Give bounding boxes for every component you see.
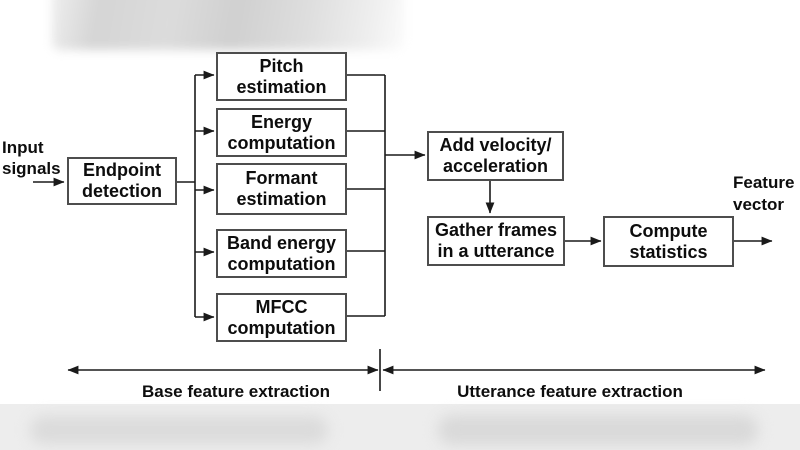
pitch-estimation-box: Pitch estimation xyxy=(216,52,347,101)
gather-frames-label-line1: Gather frames xyxy=(434,220,558,240)
compute-statistics-label-line1: Compute xyxy=(629,220,708,241)
band-energy-computation-label-line2: computation xyxy=(227,253,336,274)
gather-frames-box: Gather frames in a utterance xyxy=(427,216,565,266)
add-velocity-label-line2: acceleration xyxy=(442,156,549,176)
utterance-feature-extraction-label: Utterance feature extraction xyxy=(457,382,683,401)
mfcc-computation-label-line1: MFCC xyxy=(255,296,308,317)
compute-statistics-label-line2: statistics xyxy=(629,241,708,262)
mfcc-computation-label-line2: computation xyxy=(227,317,336,338)
formant-estimation-label-line2: estimation xyxy=(236,189,327,209)
compute-statistics-box: Compute statistics xyxy=(603,216,734,267)
input-signals-label: Input signals xyxy=(2,137,61,179)
base-feature-extraction-label: Base feature extraction xyxy=(141,382,331,401)
input-signals-label-line1: Input xyxy=(2,138,44,157)
endpoint-detection-box: Endpoint detection xyxy=(67,157,177,205)
gather-frames-label-line2: in a utterance xyxy=(437,241,555,261)
formant-estimation-box: Formant estimation xyxy=(216,163,347,215)
add-velocity-label-line1: Add velocity/ xyxy=(439,135,552,155)
energy-computation-label-line1: Energy xyxy=(250,111,313,132)
band-energy-computation-box: Band energy computation xyxy=(216,229,347,278)
pitch-estimation-label-line1: Pitch xyxy=(259,55,304,76)
endpoint-detection-label-line2: detection xyxy=(81,181,162,201)
endpoint-detection-label-line1: Endpoint xyxy=(83,160,161,180)
input-signals-label-line2: signals xyxy=(2,159,61,178)
feature-vector-label-line2: vector xyxy=(733,195,785,214)
energy-computation-label-line2: computation xyxy=(227,132,336,153)
feature-vector-label: Feature vector xyxy=(733,172,794,216)
add-velocity-acceleration-box: Add velocity/ acceleration xyxy=(427,131,564,181)
band-energy-computation-label-line1: Band energy xyxy=(226,232,337,253)
pitch-estimation-label-line2: estimation xyxy=(236,76,327,97)
formant-estimation-label-line1: Formant xyxy=(245,168,318,188)
mfcc-computation-box: MFCC computation xyxy=(216,293,347,342)
feature-vector-label-line1: Feature xyxy=(733,173,795,192)
energy-computation-box: Energy computation xyxy=(216,108,347,157)
